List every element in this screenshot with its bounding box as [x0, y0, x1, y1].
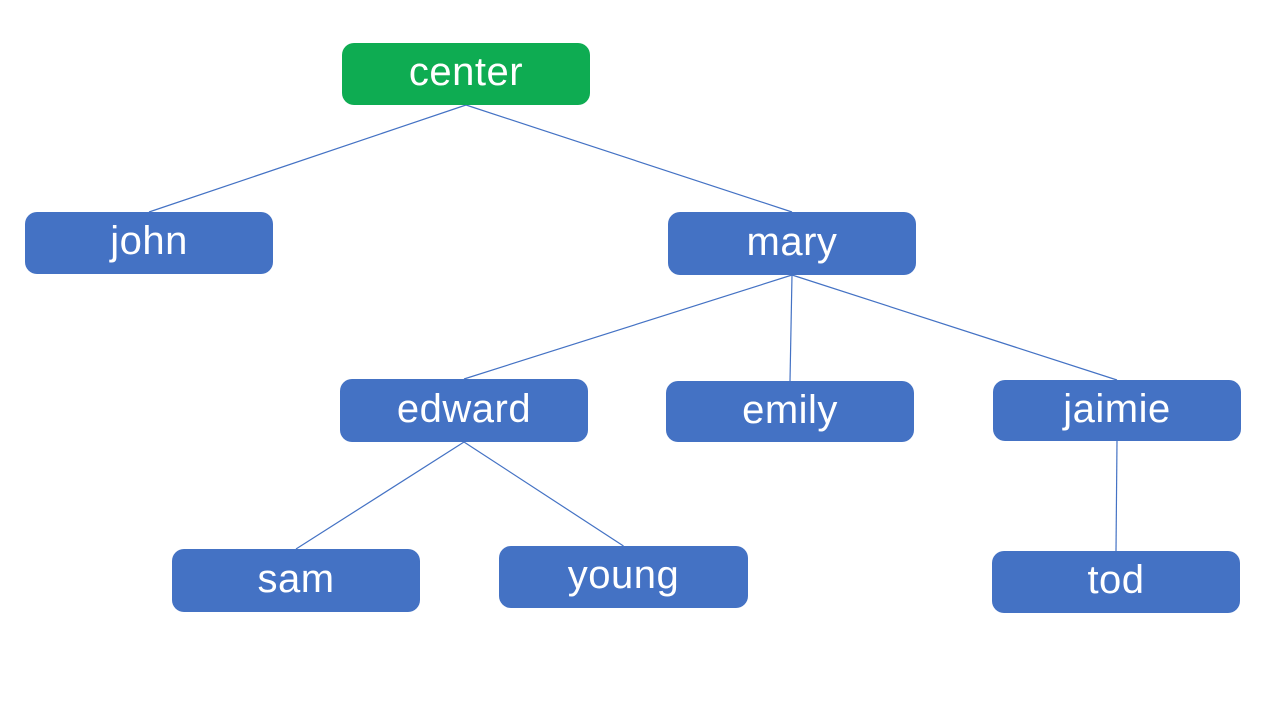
tree-node-john[interactable]: john	[25, 212, 273, 274]
tree-node-jaimie[interactable]: jaimie	[993, 380, 1241, 441]
tree-node-label: mary	[746, 219, 838, 264]
tree-node-label: young	[567, 553, 680, 597]
tree-node-label: jaimie	[1063, 386, 1171, 431]
edge-center-john	[148, 104, 467, 213]
edge-mary-emily	[789, 274, 793, 382]
tree-node-sam[interactable]: sam	[172, 549, 420, 612]
edge-mary-jaimie	[791, 274, 1118, 381]
tree-node-label: emily	[742, 387, 838, 432]
tree-node-label: john	[110, 219, 188, 263]
tree-node-tod[interactable]: tod	[992, 551, 1240, 613]
tree-node-label: sam	[257, 556, 335, 601]
tree-node-mary[interactable]: mary	[668, 212, 916, 275]
tree-node-emily[interactable]: emily	[666, 381, 914, 442]
edge-edward-sam	[295, 441, 465, 550]
edge-edward-young	[463, 441, 624, 547]
edge-center-mary	[465, 104, 793, 213]
edge-jaimie-tod	[1115, 440, 1118, 552]
tree-node-center[interactable]: center	[342, 43, 590, 105]
edge-mary-edward	[463, 274, 793, 380]
tree-node-label: edward	[396, 386, 532, 431]
tree-node-label: center	[408, 50, 524, 94]
tree-node-edward[interactable]: edward	[340, 379, 588, 442]
tree-node-label: tod	[1087, 558, 1145, 602]
tree-node-young[interactable]: young	[499, 546, 748, 608]
